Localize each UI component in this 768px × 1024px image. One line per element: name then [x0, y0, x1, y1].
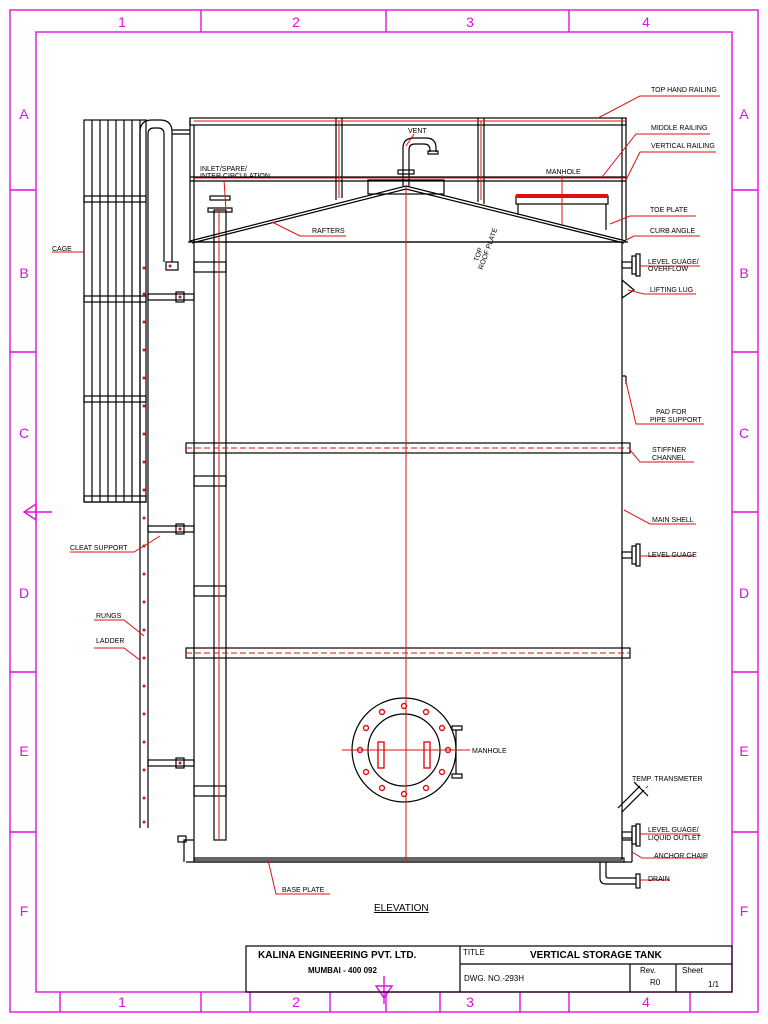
label-inlet: INLET/SPARE/ — [200, 166, 247, 173]
company-name: KALINA ENGINEERING PVT. LTD. — [258, 950, 417, 961]
row-label: C — [19, 425, 29, 441]
row-label: D — [19, 585, 29, 601]
label-ladder: LADDER — [96, 638, 124, 645]
col-label: 2 — [292, 14, 300, 30]
col-label: 4 — [642, 14, 650, 30]
label-pad-2: PIPE SUPPORT — [650, 417, 702, 424]
row-label: C — [739, 425, 749, 441]
row-label: B — [19, 265, 28, 281]
col-label: 2 — [292, 994, 300, 1010]
company-city: MUMBAI - 400 092 — [308, 966, 377, 975]
label-rungs: RUNGS — [96, 613, 122, 620]
label-manhole-top: MANHOLE — [546, 169, 581, 176]
tank-shell — [183, 117, 649, 889]
label-inlet-2: INTER CIRCULATION — [200, 173, 270, 180]
manhole-bolts — [356, 702, 452, 798]
label-curb-angle: CURB ANGLE — [650, 228, 695, 235]
rev-value: R0 — [650, 978, 661, 987]
border-zone-labels: 1 2 3 4 1 2 3 4 A B C D E F A B C D E F — [19, 14, 749, 1010]
callout-labels: TOP HAND RAILING MIDDLE RAILING VERTICAL… — [52, 87, 717, 894]
label-anchor-chair: ANCHOR CHAIR — [654, 853, 708, 860]
label-cage: CAGE — [52, 246, 72, 253]
label-level-guage-overflow: LEVEL GUAGE/ — [648, 259, 699, 266]
col-label: 4 — [642, 994, 650, 1010]
label-lifting-lug: LIFTING LUG — [650, 287, 693, 294]
rev-label: Rev. — [640, 966, 656, 975]
ladder-cage — [83, 119, 195, 843]
drawing-title: VERTICAL STORAGE TANK — [530, 950, 662, 961]
row-label: A — [19, 106, 29, 122]
label-vent: VENT — [408, 128, 427, 135]
label-cleat-support: CLEAT SUPPORT — [70, 545, 128, 552]
label-main-shell: MAIN SHELL — [652, 517, 694, 524]
label-level-guage-liquid-2: LIQUID OUTLET — [648, 835, 702, 842]
label-manhole-shell: MANHOLE — [472, 748, 507, 755]
label-drain: DRAIN — [648, 876, 670, 883]
sheet-label: Sheet — [682, 966, 703, 975]
sheet-value: 1/1 — [708, 980, 720, 989]
label-middle-railing: MIDDLE RAILING — [651, 125, 707, 132]
drawing-number: DWG. NO.-293H — [464, 974, 525, 983]
col-label: 1 — [118, 994, 126, 1010]
label-base-plate: BASE PLATE — [282, 887, 325, 894]
row-label: E — [19, 743, 28, 759]
col-label: 1 — [118, 14, 126, 30]
label-top-hand-railing: TOP HAND RAILING — [651, 87, 717, 94]
red-centerlines — [186, 120, 630, 862]
label-pad: PAD FOR — [656, 409, 687, 416]
col-label: 3 — [466, 14, 474, 30]
row-label: D — [739, 585, 749, 601]
label-top-roof-plate: TOP — [473, 247, 485, 263]
label-toe-plate: TOE PLATE — [650, 207, 688, 214]
label-rafters: RAFTERS — [312, 228, 345, 235]
row-label: E — [739, 743, 748, 759]
label-temp-transmeter: TEMP. TRANSMETER — [632, 776, 703, 783]
row-label: A — [739, 106, 749, 122]
row-label: B — [739, 265, 748, 281]
elevation-title: ELEVATION — [374, 903, 429, 914]
label-level-guage: LEVEL GUAGE — [648, 552, 697, 559]
title-block — [245, 945, 733, 993]
label-level-guage-overflow-2: OVERFLOW — [648, 266, 688, 273]
label-vertical-railing: VERTICAL RAILING — [651, 143, 715, 150]
row-label: F — [740, 903, 749, 919]
label-stiffner: STIFFNER — [652, 447, 686, 454]
label-stiffner-2: CHANNEL — [652, 455, 686, 462]
label-level-guage-liquid: LEVEL GUAGE/ — [648, 827, 699, 834]
title-label: TITLE — [463, 948, 485, 957]
col-label: 3 — [466, 994, 474, 1010]
row-label: F — [20, 903, 29, 919]
leader-lines — [52, 95, 720, 895]
